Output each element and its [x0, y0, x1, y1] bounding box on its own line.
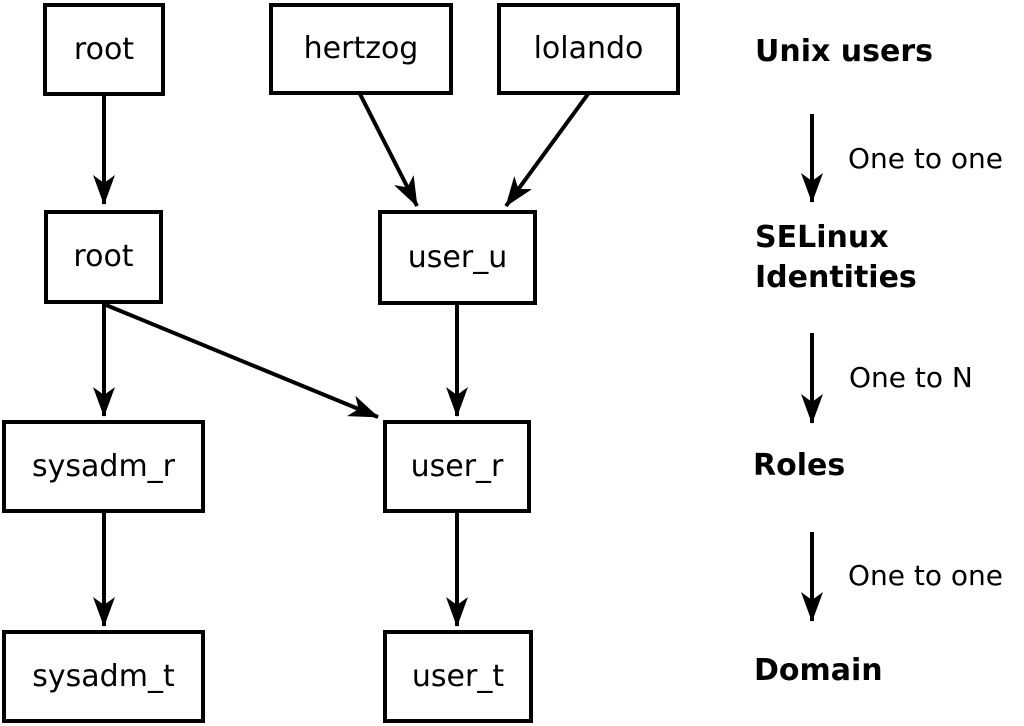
node-hertzog: hertzog — [269, 3, 453, 95]
node-sysadm-t-label: sysadm_t — [32, 658, 175, 694]
legend-one-to-n: One to N — [849, 361, 973, 394]
node-root-unix-label: root — [73, 31, 135, 67]
node-lolando-label: lolando — [533, 31, 644, 66]
edge-hertzog-to-user-u — [358, 93, 419, 207]
node-hertzog-label: hertzog — [303, 31, 419, 66]
edge-lolando-to-user-u — [504, 92, 590, 208]
node-user-u-label: user_u — [407, 239, 508, 275]
node-root-unix: root — [43, 3, 165, 96]
legend-one-to-one-1: One to one — [848, 142, 1004, 175]
node-user-u: user_u — [378, 210, 537, 305]
node-user-r: user_r — [383, 420, 531, 513]
edge-root-selinux-to-user-r — [105, 303, 379, 419]
legend-selinux-identities: SELinux Identities — [755, 218, 917, 298]
node-sysadm-r-label: sysadm_r — [32, 448, 175, 484]
node-sysadm-t: sysadm_t — [2, 630, 205, 723]
legend-one-to-one-2: One to one — [848, 559, 1004, 592]
node-user-t: user_t — [383, 630, 533, 723]
legend-selinux-line2: Identities — [755, 260, 917, 295]
node-user-r-label: user_r — [410, 448, 504, 484]
node-lolando: lolando — [497, 3, 680, 95]
legend-selinux-line1: SELinux — [755, 220, 889, 255]
legend-domain: Domain — [754, 653, 883, 688]
legend-roles: Roles — [753, 448, 846, 483]
node-sysadm-r: sysadm_r — [2, 420, 205, 513]
node-root-selinux-label: root — [73, 239, 134, 274]
node-root-selinux: root — [44, 210, 163, 304]
legend-unix-users: Unix users — [755, 34, 934, 69]
node-user-t-label: user_t — [411, 658, 505, 694]
